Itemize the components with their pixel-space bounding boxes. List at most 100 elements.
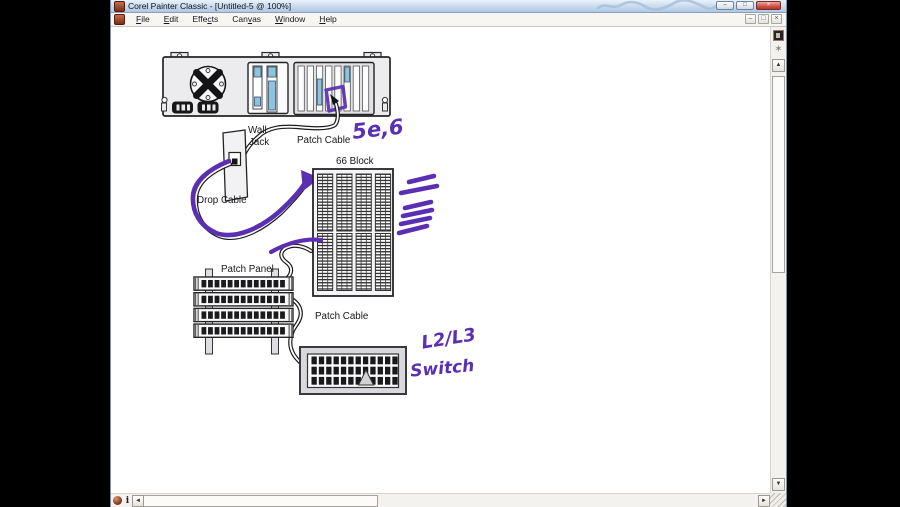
switch-port [370,366,376,375]
switch-port [362,356,369,365]
switch-port [318,366,325,375]
app-icon [114,0,125,12]
switch-port [333,376,339,385]
nic-highlight-ink [324,84,348,113]
menu-file[interactable]: File [136,14,150,24]
wall-jack-label-line1: Wall [248,125,267,136]
panel-port [260,327,266,335]
scroll-down-button[interactable]: ▼ [772,478,785,491]
info-icon[interactable]: i [125,495,130,506]
window-title: Corel Painter Classic - [Untitled-5 @ 10… [128,0,292,11]
panel-port [253,280,259,288]
scroll-left-button[interactable]: ◄ [132,494,144,507]
star-icon[interactable]: ✶ [774,44,783,55]
drop-cable-line [190,158,320,240]
panel-port [214,280,220,288]
panel-port [280,295,285,304]
document-icon [114,14,125,25]
palette-icon[interactable] [773,30,784,41]
vertical-scroll-thumb[interactable] [772,76,785,273]
switch-port [355,366,361,375]
menu-effects[interactable]: Effects [192,14,219,24]
patch-panel-label: Patch Panel [221,264,274,275]
switch-logo-icon [357,368,375,386]
panel-port [240,327,246,335]
title-bar: Corel Painter Classic - [Untitled-5 @ 10… [111,0,786,13]
switch-port [392,366,398,375]
scroll-right-button[interactable]: ► [758,494,770,507]
vertical-scrollbar[interactable]: ✶ ▲ ▼ [770,27,786,493]
canvas[interactable]: Wall Jack Patch Cable 66 Block Drop Cabl… [111,27,770,493]
color-sphere-icon[interactable] [113,496,122,505]
patch-cable-top-line [241,101,340,158]
switch-port [340,376,347,385]
panel-port [280,311,285,319]
switch-port [311,376,317,385]
resize-grip[interactable] [770,493,786,507]
panel-port [221,327,226,335]
panel-port [273,295,279,304]
tally-mark [402,199,434,211]
panel-port [273,327,279,335]
switch-port [333,356,339,365]
drop-cable-label: Drop Cable [197,195,247,206]
horizontal-scroll-thumb[interactable] [144,494,378,507]
menu-edit[interactable]: Edit [163,14,179,24]
panel-port [267,295,272,304]
panel-port [234,295,240,304]
patch-cable-bottom-label: Patch Cable [315,311,369,322]
patch-panel-rows [193,276,294,339]
menu-window[interactable]: Window [275,14,306,24]
panel-port [201,311,207,319]
power-connector-icon [172,101,219,114]
horizontal-scrollbar[interactable]: i ◄ ► [111,493,770,507]
diagram-svg: Wall Jack Patch Cable 66 Block Drop Cabl… [161,51,477,395]
menu-help[interactable]: Help [319,14,337,24]
panel-to-block-line [268,237,324,283]
wall-jack-label-line2: Jack [249,137,269,148]
panel-port [247,280,253,288]
document-area: Wall Jack Patch Cable 66 Block Drop Cabl… [111,27,786,507]
panel-port [240,295,246,304]
panel-port [260,280,266,288]
panel-port [227,311,233,319]
child-restore-button[interactable]: □ [758,14,769,24]
panel-port [267,280,272,288]
block-66-label: 66 Block [336,156,374,167]
scroll-up-button[interactable]: ▲ [772,59,785,72]
panel-port [201,280,207,288]
maximize-button[interactable]: □ [736,1,754,10]
switch-port [348,376,354,385]
panel-to-block-ink [268,237,324,255]
block-66-columns [317,173,392,291]
panel-port [260,295,266,304]
child-close-button[interactable]: × [771,14,782,24]
server-rear [161,51,391,117]
patch-cable-top-label: Patch Cable [297,135,351,146]
panel-port [247,295,253,304]
panel-port [208,311,213,319]
tally-mark [396,223,430,236]
panel-port [247,311,253,319]
menu-canvas[interactable]: Canvas [232,14,262,24]
switch-port [377,376,383,385]
cable-spec-ink-text: 5e,6 [351,115,405,144]
menu-items: File Edit Effects Canvas Window Help [129,13,344,26]
panel-port [221,311,226,319]
switch-port [318,376,325,385]
switch-port [340,366,347,375]
switch-port [326,356,332,365]
switch-port [333,366,339,375]
child-minimize-button[interactable]: – [745,14,756,24]
panel-port [227,280,233,288]
panel-port [208,280,213,288]
switch-port [355,376,361,385]
panel-port [267,311,272,319]
close-button[interactable]: × [756,1,781,10]
panel-port [201,327,207,335]
panel-port [208,295,213,304]
tally-mark [398,183,440,196]
minimize-button[interactable]: – [716,1,734,10]
block-66 [312,168,394,297]
panel-port [253,327,259,335]
